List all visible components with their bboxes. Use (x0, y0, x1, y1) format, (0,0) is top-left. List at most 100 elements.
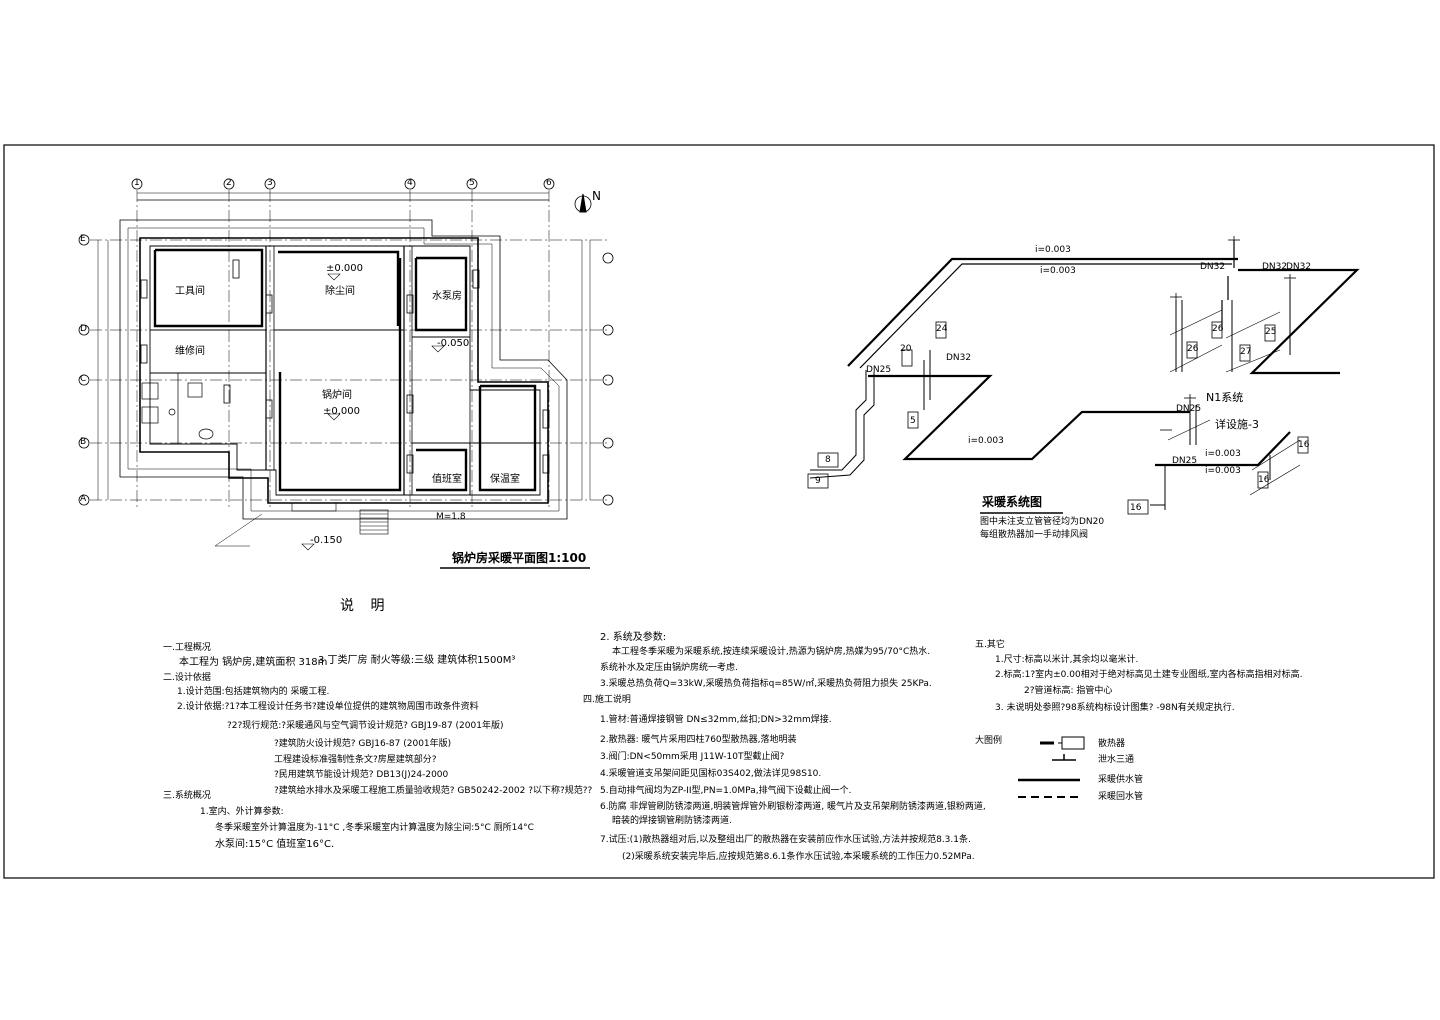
note-c1-11: 三.系统概况 (163, 791, 211, 801)
north-mark: N (592, 189, 601, 203)
note-c3-4: 3. 未说明处参照?98系统构标设计图集? -98N有关规定执行. (995, 703, 1235, 713)
grid-label-5: 5 (469, 178, 475, 188)
grid-label-4: 4 (407, 178, 413, 188)
note-c2-8: 4.采暖管道支吊架间距见国标03S402,做法详见98S10. (600, 769, 822, 779)
grid-label-6: 6 (546, 178, 552, 188)
room-tool: 工具间 (175, 286, 205, 297)
plan-title: 锅炉房采暖平面图1:100 (452, 551, 587, 565)
note-c1-14: 水泵间:15°C 值班室16°C. (215, 839, 335, 850)
note-c1-4: 1.设计范围:包括建筑物内的 采暖工程. (177, 687, 330, 697)
note-c2-9: 5.自动排气阀均为ZP-II型,PN=1.0MPa,排气阀下设截止阀一个. (600, 786, 852, 796)
room-repair: 维修间 (175, 346, 205, 357)
rad-label-2: 9 (815, 476, 821, 486)
pipe-size-1: DN32 (1200, 262, 1226, 272)
elev-pump: -0.050 (437, 338, 470, 349)
legend-return: 采暖回水管 (1098, 792, 1144, 802)
detail-ref: 详设施-3 (1215, 418, 1259, 431)
room-duty: 值班室 (432, 474, 462, 485)
slope-1: i=0.003 (1035, 245, 1071, 255)
note-c2-1: 本工程冬季采暖为采暖系统,按连续采暖设计,热源为锅炉房,热媒为95/70°C热水… (612, 647, 931, 657)
legend-title: 大图例 (975, 736, 1003, 746)
room-pump: 水泵房 (432, 291, 462, 302)
floor-plan (78, 178, 614, 569)
note-c1-10: ?建筑给水排水及采暖工程施工质量验收规范? GB50242-2002 ?以下称?… (274, 786, 593, 796)
rad-label-5: 5 (910, 416, 916, 426)
room-boiler: 锅炉间 (322, 390, 352, 401)
rad-label-7: 25 (1265, 327, 1277, 337)
note-c1-7: ?建筑防火设计规范? GBJ16-87 (2001年版) (274, 739, 452, 749)
pipe-size-2: DN32 (1286, 262, 1312, 272)
room-storage: 保温室 (490, 474, 520, 485)
grid-label-a: E (80, 234, 86, 244)
note-c1-12: 1.室内、外计算参数: (200, 807, 284, 817)
grid-label-b: D (80, 324, 87, 334)
slope-5: i=0.003 (1205, 466, 1241, 476)
note-c2-3: 3.采暖总热负荷Q=33kW,采暖热负荷指标q=85W/㎡,采暖热负荷阻力损失 … (600, 679, 932, 689)
radiators (140, 259, 550, 474)
legend-symbols (1018, 736, 1085, 798)
legend-radiator: 散热器 (1098, 739, 1126, 749)
note-c3-0: 五.其它 (975, 640, 1005, 650)
rad-label-4: 20 (900, 344, 912, 354)
notes-heading: 说 明 (340, 598, 391, 614)
rad-label-6: 26 (1212, 324, 1224, 334)
note-c2-4: 四.施工说明 (583, 695, 631, 705)
note-c2-11: 暗装的焊接钢管刷防锈漆两道. (612, 816, 732, 826)
note-c1-2: 3 丁类厂房 耐火等级:三级 建筑体积1500M³ (318, 655, 516, 666)
note-c1-0: 一.工程概况 (163, 643, 211, 653)
note-c2-6: 2.散热器: 暖气片采用四柱760型散热器,落地明装 (600, 735, 797, 745)
walls (139, 237, 549, 504)
note-c1-8: 工程建设标准强制性条文?房屋建筑部分? (274, 755, 437, 765)
note-c2-12: 7.试压:(1)散热器组对后,以及整组出厂的散热器在安装前应作水压试验,方法并按… (600, 835, 971, 845)
rad-label-9: 26 (1187, 344, 1199, 354)
rad-label-10: 16 (1130, 503, 1142, 513)
system-label: N1系统 (1206, 391, 1244, 404)
note-c3-2: 2.标高:1?室内±0.00相对于绝对标高见土建专业图纸,室内各标高指相对标高. (995, 670, 1303, 680)
note-c1-13: 冬季采暖室外计算温度为-11°C ,冬季采暖室内计算温度为除尘间:5°C 厕所1… (215, 823, 534, 833)
pipe-size-7: DN32 (1262, 262, 1288, 272)
legend-drain-tee: 泄水三通 (1098, 755, 1135, 765)
room-dust: 除尘间 (325, 286, 355, 297)
grid-label-1: 1 (134, 178, 140, 188)
note-c1-6: ?2?现行规范:?采暖通风与空气调节设计规范? GBJ19-87 (2001年版… (227, 721, 504, 731)
system-note-2: 每组散热器加一手动排风阀 (980, 530, 1089, 540)
note-c1-3: 二.设计依据 (163, 673, 211, 683)
rad-label-8: 27 (1240, 347, 1252, 357)
note-c1-9: ?民用建筑节能设计规范? DB13(J)24-2000 (274, 770, 449, 780)
door-note: M=1.8 (436, 512, 466, 522)
slope-2: i=0.003 (1040, 266, 1076, 276)
pipe-size-4: DN32 (946, 353, 972, 363)
pipe-size-5: DN25 (1176, 404, 1202, 414)
pipe-size-6: DN25 (1172, 456, 1198, 466)
note-c2-5: 1.管材:普通焊接钢管 DN≤32mm,丝扣;DN>32mm焊接. (600, 715, 832, 725)
note-c1-5: 2.设计依据:?1?本工程设计任务书?建设单位提供的建筑物周围市政条件资料 (177, 702, 479, 712)
pipe-size-3: DN25 (866, 365, 892, 375)
eave-outline (119, 219, 568, 520)
rad-label-11: 16 (1298, 440, 1310, 450)
note-c2-7: 3.阀门:DN<50mm采用 J11W-10T型截止阀? (600, 752, 785, 762)
note-c3-3: 2?管道标高: 指管中心 (1024, 686, 1113, 696)
note-c2-0: 2. 系统及参数: (600, 632, 667, 643)
grid-label-2: 2 (226, 178, 232, 188)
note-c1-1: 本工程为 锅炉房,建筑面积 318m (179, 657, 328, 668)
note-c2-2: 系统补水及定压由锅炉房统一考虑. (600, 663, 738, 673)
elev-dust: ±0.000 (326, 263, 364, 274)
risers (809, 280, 1291, 510)
system-radiators (807, 321, 1309, 515)
slope-3: i=0.003 (968, 436, 1004, 446)
slope-4: i=0.003 (1205, 449, 1241, 459)
rad-label-3: 24 (936, 324, 948, 334)
toilet-fixtures (141, 373, 214, 444)
sheet-border (3, 144, 1435, 879)
grid-label-3: 3 (267, 178, 273, 188)
grid-label-e: A (80, 494, 87, 504)
system-note-1: 图中未注支立管管径均为DN20 (980, 517, 1105, 527)
grid-label-d: B (80, 437, 87, 447)
elev-boiler: ±0.000 (323, 406, 361, 417)
system-title: 采暖系统图 (982, 495, 1043, 509)
elev-outdoor: -0.150 (310, 535, 343, 546)
note-c2-10: 6.防腐 非焊管刷防锈漆两道,明装管焊管外刷银粉漆两道, 暖气片及支吊架刷防锈漆… (600, 802, 986, 812)
supply-pipe (847, 257, 1360, 467)
rad-label-12: 16 (1258, 475, 1270, 485)
rad-label-1: 8 (825, 455, 831, 465)
